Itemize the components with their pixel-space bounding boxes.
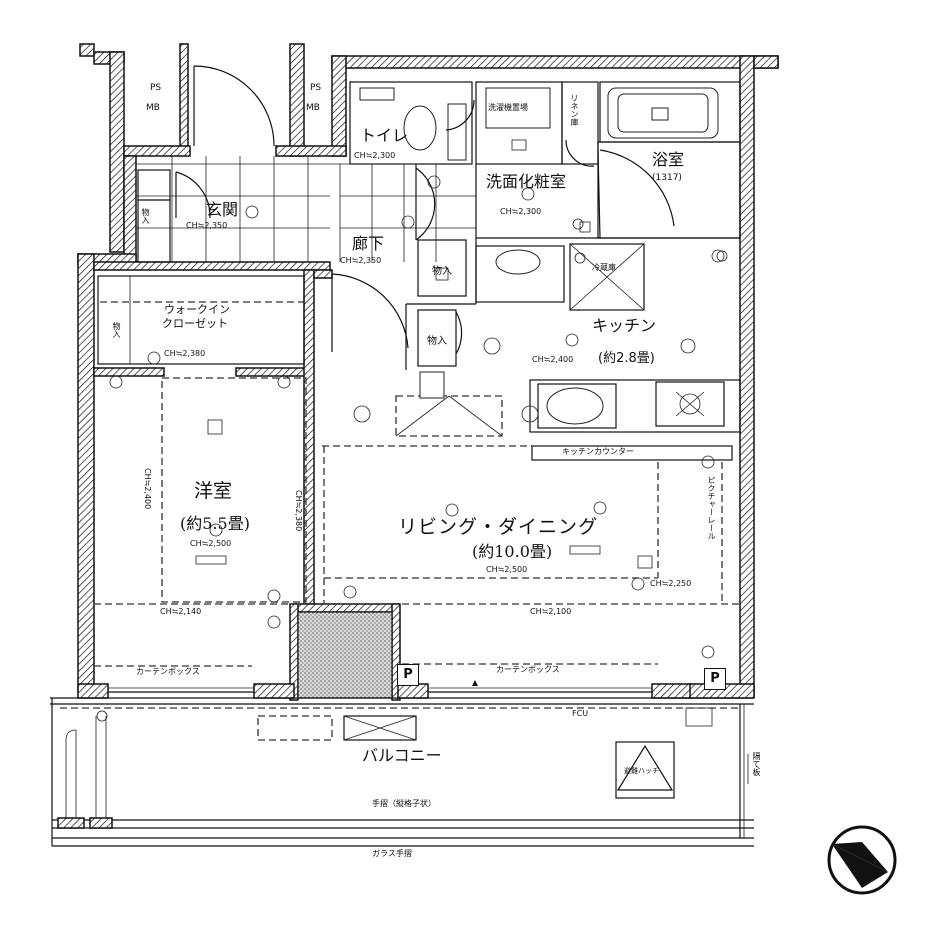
walkin-storage-label: 物入 bbox=[112, 322, 121, 338]
curtain-box-left-label: カーテンボックス bbox=[136, 667, 200, 676]
room-outlines bbox=[94, 81, 741, 699]
linen-storage-label: リネン庫 bbox=[570, 94, 579, 126]
north-arrow-icon bbox=[827, 825, 897, 895]
toilet-ceiling-height: CH≒2,300 bbox=[354, 151, 396, 160]
outlets bbox=[195, 139, 713, 727]
entrance-ceiling-height: CH≒2,350 bbox=[186, 221, 228, 230]
western-room-ceiling-left: CH≒2,400 bbox=[143, 468, 152, 510]
p-box-right: P bbox=[704, 668, 726, 690]
washroom-label: 洗面化粧室 bbox=[486, 172, 567, 191]
ps-label-left: PS bbox=[150, 83, 162, 93]
kitchen-label: キッチン bbox=[592, 316, 657, 335]
balcony-area bbox=[50, 680, 754, 847]
fridge-label: 冷蔵庫 bbox=[592, 263, 616, 272]
hallway-ceiling-height: CH≒2,350 bbox=[340, 256, 382, 265]
picture-rail-label: ピクチャーレール bbox=[707, 476, 716, 540]
fcu-label: FCU bbox=[572, 709, 589, 718]
western-room-ceiling-height: CH≒2,500 bbox=[190, 539, 232, 548]
partition-label: 隔て板 bbox=[752, 752, 761, 776]
living-ceiling-bottom: CH≒2,100 bbox=[530, 607, 572, 616]
entrance-label: 玄関 bbox=[206, 200, 239, 219]
living-dining-label: リビング・ダイニング bbox=[398, 516, 599, 538]
ps-label-right: PS bbox=[310, 83, 322, 93]
walkin-ceiling-height: CH≒2,380 bbox=[164, 349, 206, 358]
walkin-label-1: ウォークイン bbox=[164, 303, 230, 316]
western-room-ceiling-bottom: CH≒2,140 bbox=[160, 607, 202, 616]
hallway-label: 廊下 bbox=[352, 234, 385, 253]
western-room-ceiling-right: CH≒2,380 bbox=[294, 490, 303, 532]
handrail-lower-label: ガラス手摺 bbox=[372, 849, 412, 858]
living-dining-size: (約10.0畳) bbox=[472, 542, 553, 561]
storage-label-1: 物入 bbox=[432, 266, 452, 277]
bathroom-size: (1317) bbox=[652, 173, 682, 183]
light-points bbox=[96, 175, 728, 722]
living-ceiling-height: CH≒2,500 bbox=[486, 565, 528, 574]
mb-label-right: MB bbox=[306, 103, 320, 113]
evacuation-hatch-label: 避難ハッチ bbox=[624, 767, 659, 775]
fixtures bbox=[359, 87, 719, 425]
balcony-label: バルコニー bbox=[362, 746, 442, 765]
mb-label-left: MB bbox=[146, 103, 160, 113]
doors bbox=[175, 65, 675, 355]
shoe-storage-label: 物入 bbox=[141, 208, 150, 224]
toilet-label: トイレ bbox=[360, 126, 409, 145]
western-room-size: (約5.5畳) bbox=[180, 514, 250, 533]
handrail-upper-label: 手摺（縦格子状） bbox=[372, 799, 436, 808]
p-box-left: P bbox=[397, 664, 419, 686]
storage-label-2: 物入 bbox=[427, 336, 447, 347]
living-ceiling-right: CH≒2,250 bbox=[650, 579, 692, 588]
western-room-label: 洋室 bbox=[194, 480, 233, 502]
washroom-ceiling-height: CH≒2,300 bbox=[500, 207, 542, 216]
bathroom-label: 浴室 bbox=[652, 150, 685, 169]
exterior-walls bbox=[77, 43, 779, 701]
curtain-box-right-label: カーテンボックス bbox=[496, 665, 560, 674]
washer-space-label: 洗濯機置場 bbox=[488, 103, 528, 112]
kitchen-counter-label: キッチンカウンター bbox=[562, 447, 634, 456]
walkin-label-2: クローゼット bbox=[162, 317, 228, 330]
kitchen-size: (約2.8畳) bbox=[598, 351, 655, 366]
kitchen-ceiling-height: CH≒2,400 bbox=[532, 355, 574, 364]
